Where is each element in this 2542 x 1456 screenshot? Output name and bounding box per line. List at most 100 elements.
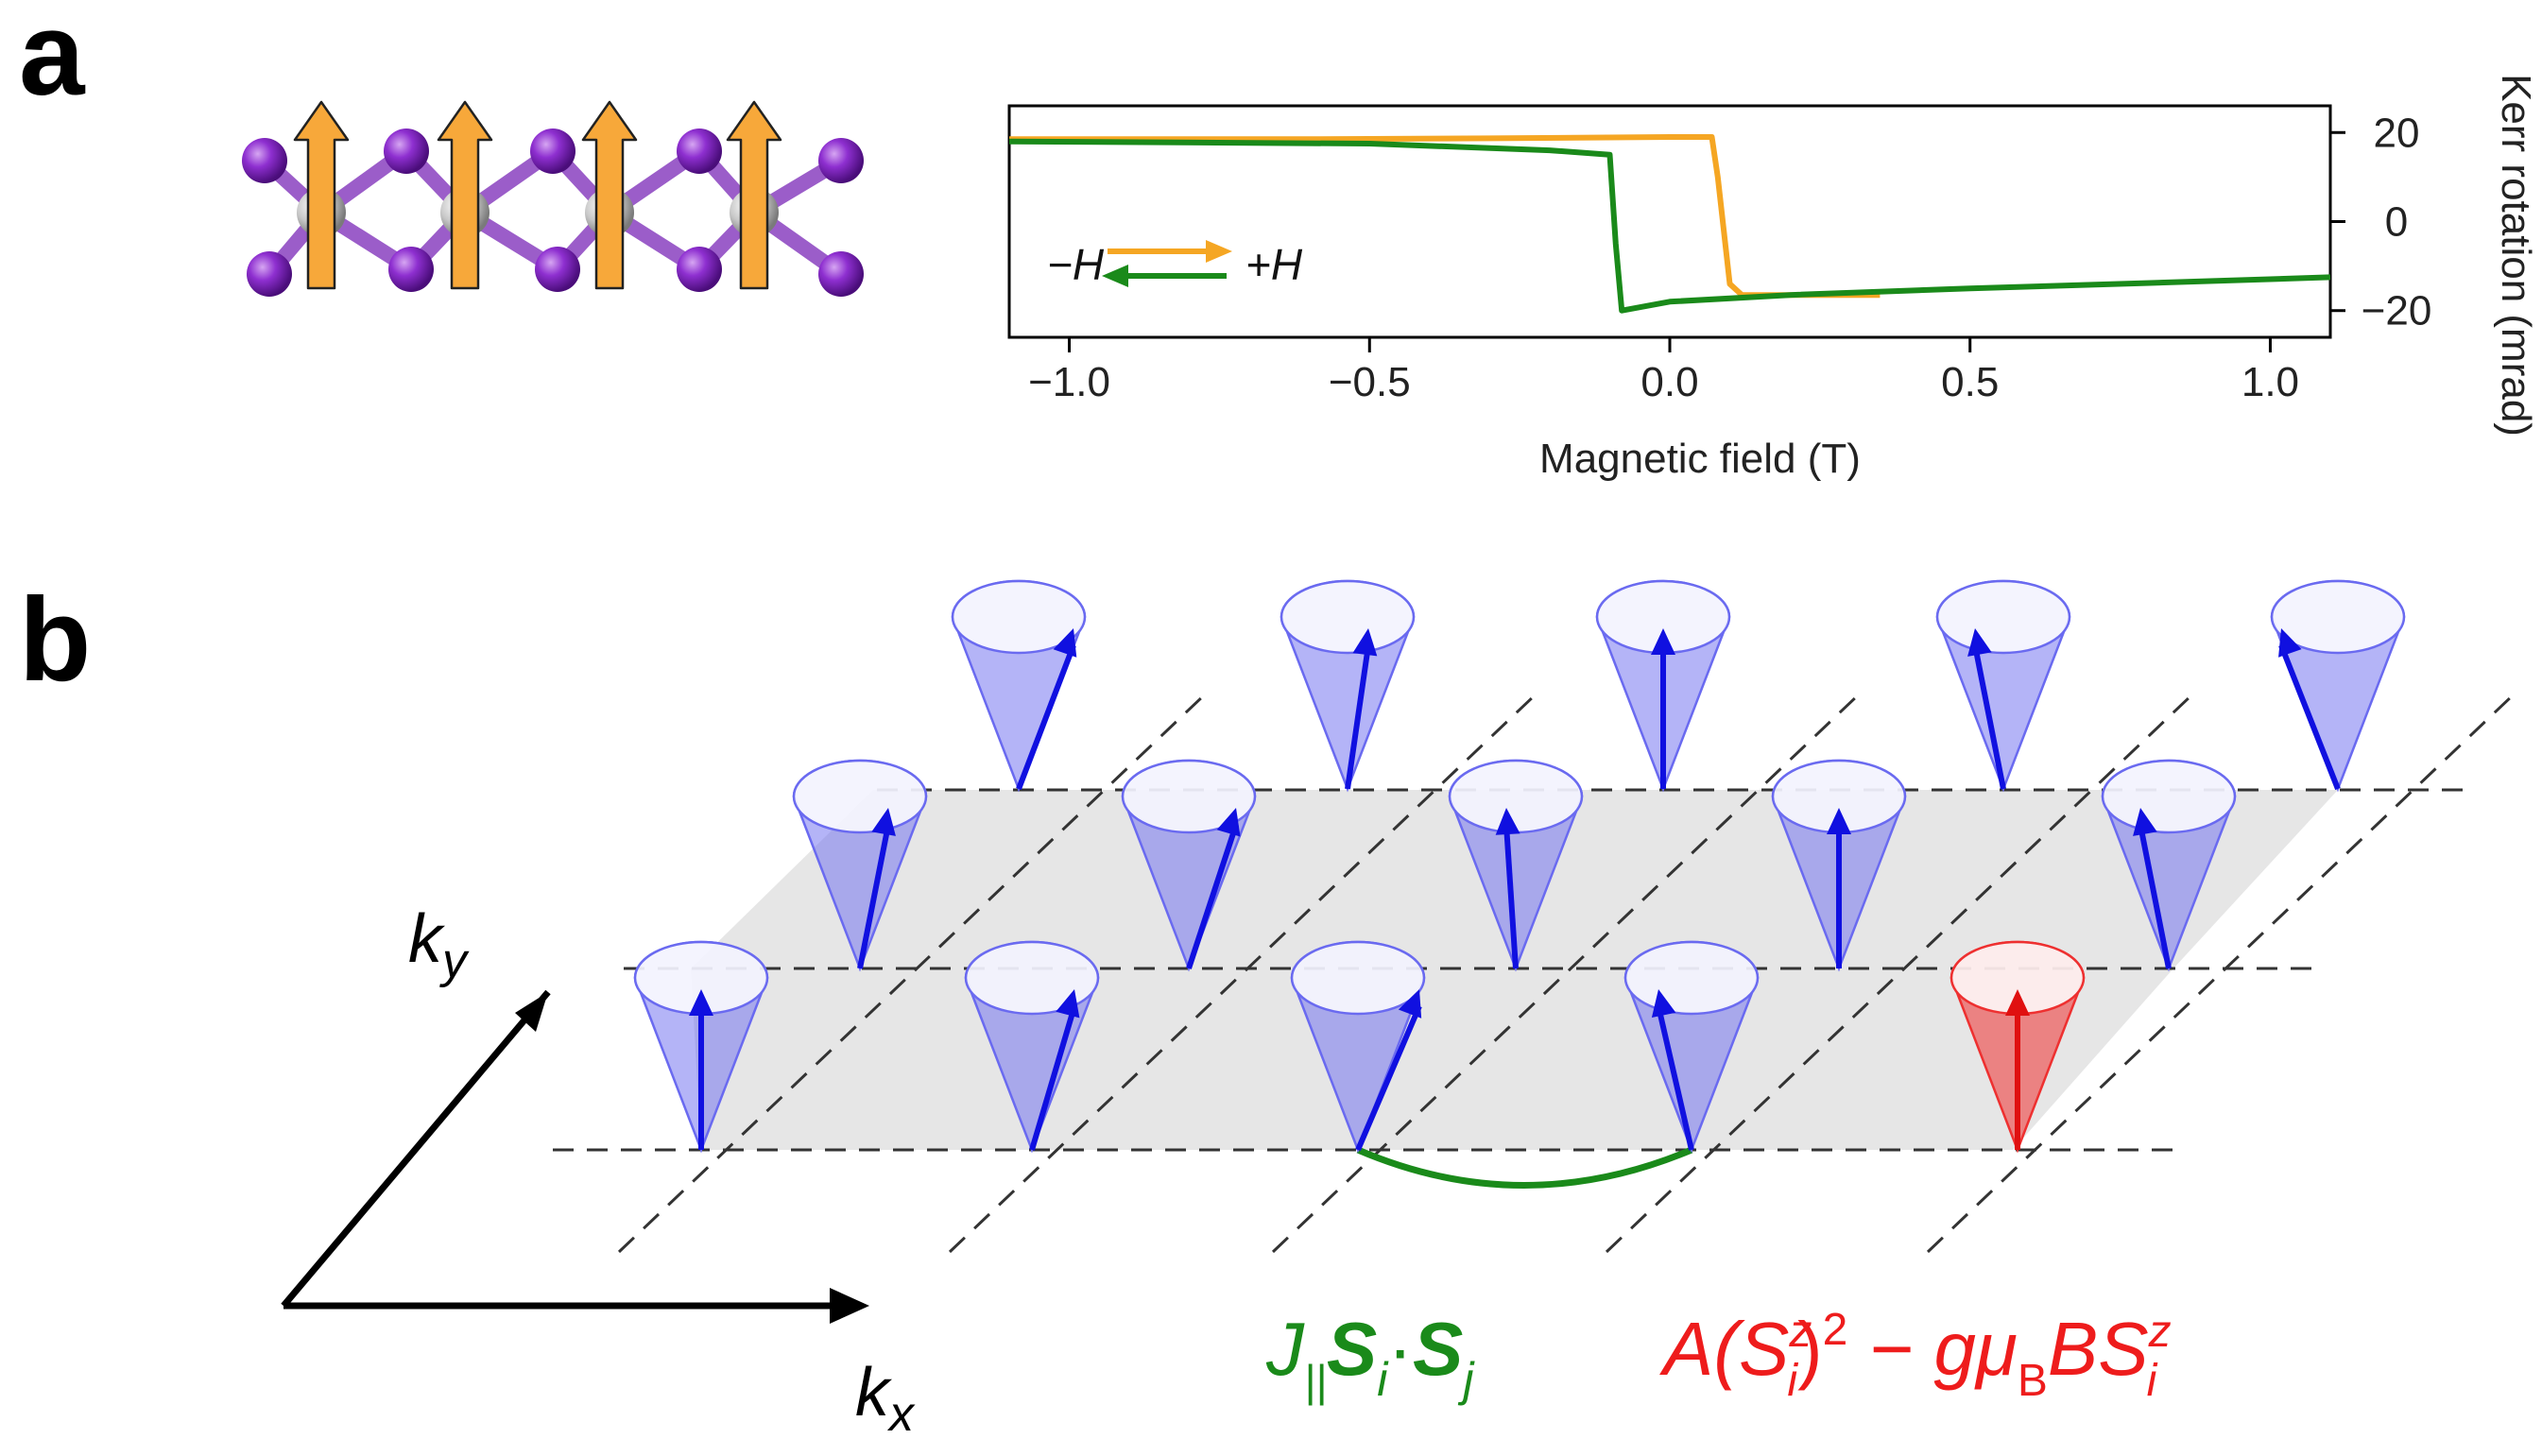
legend-right-label: +H [1245, 240, 1303, 289]
cone-rim [1448, 759, 1584, 834]
series-line [1009, 134, 1881, 299]
data-series [1008, 134, 2331, 314]
cone-rim [1935, 579, 2071, 655]
exchange-coupling-arc [1356, 1146, 1693, 1189]
spin-cone [1280, 579, 1416, 793]
x-tick-label: −0.5 [1329, 359, 1411, 405]
y-tick-label: −20 [2362, 288, 2432, 334]
cone-rim [792, 759, 928, 834]
spin-vector-head [1053, 628, 1077, 658]
spin-arrow [726, 100, 782, 290]
crystal-structure-illustration [242, 100, 864, 297]
panel-label-a: a [19, 0, 86, 120]
spin-arrow [581, 100, 638, 290]
spin-vector [1355, 1004, 1422, 1152]
cone-rim [964, 940, 1100, 1016]
highlighted-spin-cone [1949, 940, 2086, 1154]
y-tick-label: 20 [2374, 110, 2420, 156]
series-line [1008, 138, 2331, 314]
spin-vector-head [1827, 808, 1851, 834]
iodine-atom [677, 247, 722, 292]
cone-rim [1290, 940, 1426, 1016]
spin-arrow [437, 100, 493, 290]
spin-vector [857, 824, 891, 969]
iodine-atom [530, 128, 575, 174]
legend-arrows [1102, 240, 1232, 287]
iodine-atom [818, 138, 864, 183]
spin-vector [1186, 824, 1239, 969]
spin-vector-head [1352, 628, 1378, 657]
iodine-atom [388, 247, 434, 292]
spin-vector [1656, 1005, 1694, 1151]
spin-vector-head [2005, 989, 2030, 1016]
spin-vector-head [1651, 628, 1675, 655]
cone-rim [1623, 940, 1760, 1016]
spin-vector [1016, 643, 1076, 791]
spin-vector-head [1216, 808, 1241, 837]
x-axis-ticks: −1.0 −0.5 0.0 0.5 1.0 [1028, 337, 2299, 405]
kx-arrowhead [830, 1288, 869, 1324]
lattice-plane-front [691, 968, 2173, 1150]
iodine-atom [384, 128, 429, 174]
x-tick-label: −1.0 [1028, 359, 1110, 405]
iodine-atom [818, 251, 864, 297]
cone-rim [2101, 759, 2237, 834]
spin-cone [2270, 579, 2406, 793]
spin-cone [964, 940, 1100, 1154]
spin-vector [2138, 824, 2172, 969]
spin-vector-head [689, 989, 713, 1016]
chart-legend: −H +H [1047, 240, 1303, 289]
kx-label: kx [855, 1355, 916, 1442]
spin-vector-head [1651, 989, 1676, 1019]
spin-vector-head [871, 808, 896, 836]
spin-cone [1771, 759, 1907, 972]
iodine-atom [242, 138, 287, 183]
spin-cone [1935, 579, 2071, 793]
y-axis-label: Kerr rotation (mrad) [2493, 74, 2539, 437]
ky-arrowhead [515, 992, 548, 1032]
spin-vector-head [1495, 808, 1520, 835]
spin-vector-head [1967, 628, 1992, 657]
spin-lattice-diagram [553, 579, 2516, 1254]
spin-cone [1623, 940, 1760, 1154]
cone-rim [951, 579, 1087, 655]
spin-arrow [293, 100, 350, 290]
spin-vector [1345, 644, 1371, 790]
ky-label: ky [408, 901, 470, 988]
spin-cones [633, 579, 2406, 1154]
x-tick-label: 0.0 [1640, 359, 1698, 405]
spin-vector [1972, 644, 2006, 790]
x-tick-label: 0.5 [1941, 359, 1999, 405]
iodine-atom [247, 251, 292, 297]
exchange-term: J||Si·Sj [1265, 1307, 1475, 1406]
spin-vector-head [1398, 989, 1422, 1019]
cone-rim [1280, 579, 1416, 655]
y-axis-ticks: 20 0 −20 [2330, 110, 2431, 334]
spin-cone [1595, 579, 1731, 793]
spin-cone [1121, 759, 1257, 972]
spin-cone [1290, 940, 1426, 1154]
spin-cone [1448, 759, 1584, 972]
spin-vector-head [2278, 628, 2302, 658]
spin-cone [951, 579, 1087, 793]
y-tick-label: 0 [2385, 199, 2408, 246]
spin-cone [2101, 759, 2237, 972]
spin-vector [2278, 643, 2341, 791]
legend-arrowhead-backward [1102, 265, 1128, 287]
x-tick-label: 1.0 [2241, 359, 2299, 405]
spin-vector-head [2133, 808, 2157, 836]
spin-vector [1029, 1005, 1077, 1151]
legend-arrowhead-forward [1206, 240, 1232, 263]
spin-cone [633, 940, 769, 1154]
cone-rim [1121, 759, 1257, 834]
legend-left-label: −H [1047, 240, 1105, 289]
cone-rim [2270, 579, 2406, 655]
spin-vector-head [1056, 989, 1080, 1019]
spin-cone [792, 759, 928, 972]
spin-vector [1503, 824, 1519, 969]
iodine-atom [677, 128, 722, 174]
panel-label-b: b [19, 574, 91, 706]
